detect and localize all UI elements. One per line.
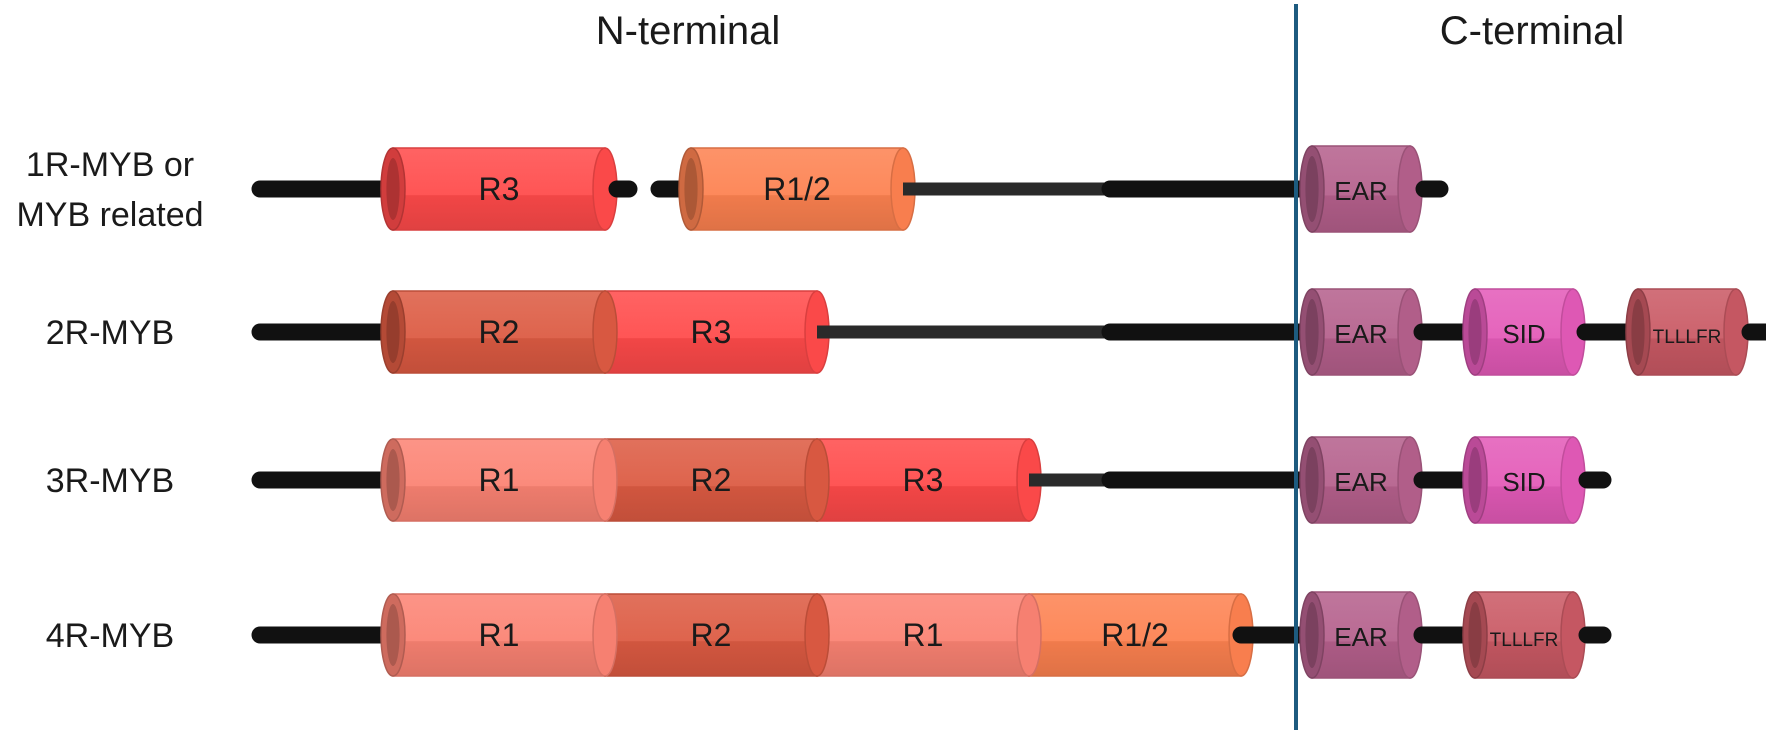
repeat-r2-label: R2: [479, 314, 520, 350]
row-label-line: 2R-MYB: [46, 314, 174, 352]
c-terminal-header: C-terminal: [1440, 9, 1624, 53]
repeat-r1-label: R1: [479, 462, 520, 498]
motif-ear-label: EAR: [1334, 319, 1387, 349]
repeat-r1: R1: [392, 438, 618, 522]
repeat-block: R1/2 R1 R2 R1: [380, 593, 1254, 677]
repeat-r1-2-label: R1/2: [763, 171, 831, 207]
repeat-r1-label: R1: [903, 617, 944, 653]
motif-tlllfr-label: TLLLFR: [1653, 327, 1722, 348]
repeat-block: R1/2: [678, 147, 916, 231]
repeat-block: R3: [380, 147, 618, 231]
repeat-r1-2-label: R1/2: [1101, 617, 1169, 653]
repeat-r3-label: R3: [691, 314, 732, 350]
motif-sid-label: SID: [1502, 319, 1545, 349]
repeat-r3-label: R3: [903, 462, 944, 498]
motif-ear: EAR: [1311, 436, 1423, 524]
motif-ear: EAR: [1311, 145, 1423, 233]
motif-ear-label: EAR: [1334, 176, 1387, 206]
repeat-r3: R3: [392, 147, 618, 231]
myb-row-1: 1R-MYB or MYB related R3 R1/2 EAR: [16, 145, 1449, 234]
repeat-r3: R3: [816, 438, 1042, 522]
motif-sid-label: SID: [1502, 467, 1545, 497]
repeat-r2: R2: [604, 593, 830, 677]
motif-ear: EAR: [1311, 288, 1423, 376]
motif-ear-label: EAR: [1334, 467, 1387, 497]
repeat-r2-label: R2: [691, 617, 732, 653]
repeat-r3-label: R3: [479, 171, 520, 207]
row-label-line: 4R-MYB: [46, 617, 174, 655]
repeat-r1-label: R1: [479, 617, 520, 653]
repeat-r1-2: R1/2: [1028, 593, 1254, 677]
motif-ear-label: EAR: [1334, 622, 1387, 652]
motif-tlllfr: TLLLFR: [1474, 591, 1586, 679]
repeat-r3: R3: [604, 290, 830, 374]
repeat-r1-2: R1/2: [690, 147, 916, 231]
myb-row-2: 2R-MYB R3 R2 EAR SID TLLLFR: [46, 288, 1766, 376]
repeat-r2-label: R2: [691, 462, 732, 498]
myb-row-4: 4R-MYB R1/2 R1 R2 R1 EAR TLLLFR: [46, 591, 1612, 679]
repeat-r2: R2: [604, 438, 830, 522]
n-terminal-header: N-terminal: [596, 9, 780, 53]
repeat-r1: R1: [392, 593, 618, 677]
repeat-r1: R1: [816, 593, 1042, 677]
repeat-r2: R2: [392, 290, 618, 374]
motif-sid: SID: [1474, 436, 1586, 524]
row-label-line: 3R-MYB: [46, 462, 174, 500]
repeat-block: R3 R2: [380, 290, 830, 374]
motif-tlllfr-label: TLLLFR: [1490, 630, 1559, 651]
repeat-block: R3 R2 R1: [380, 438, 1042, 522]
motif-sid: SID: [1474, 288, 1586, 376]
motif-tlllfr: TLLLFR: [1637, 288, 1749, 376]
row-label-line: MYB related: [16, 196, 203, 234]
myb-row-3: 3R-MYB R3 R2 R1 EAR SID: [46, 436, 1612, 524]
row-label-line: 1R-MYB or: [26, 146, 194, 184]
motif-ear: EAR: [1311, 591, 1423, 679]
